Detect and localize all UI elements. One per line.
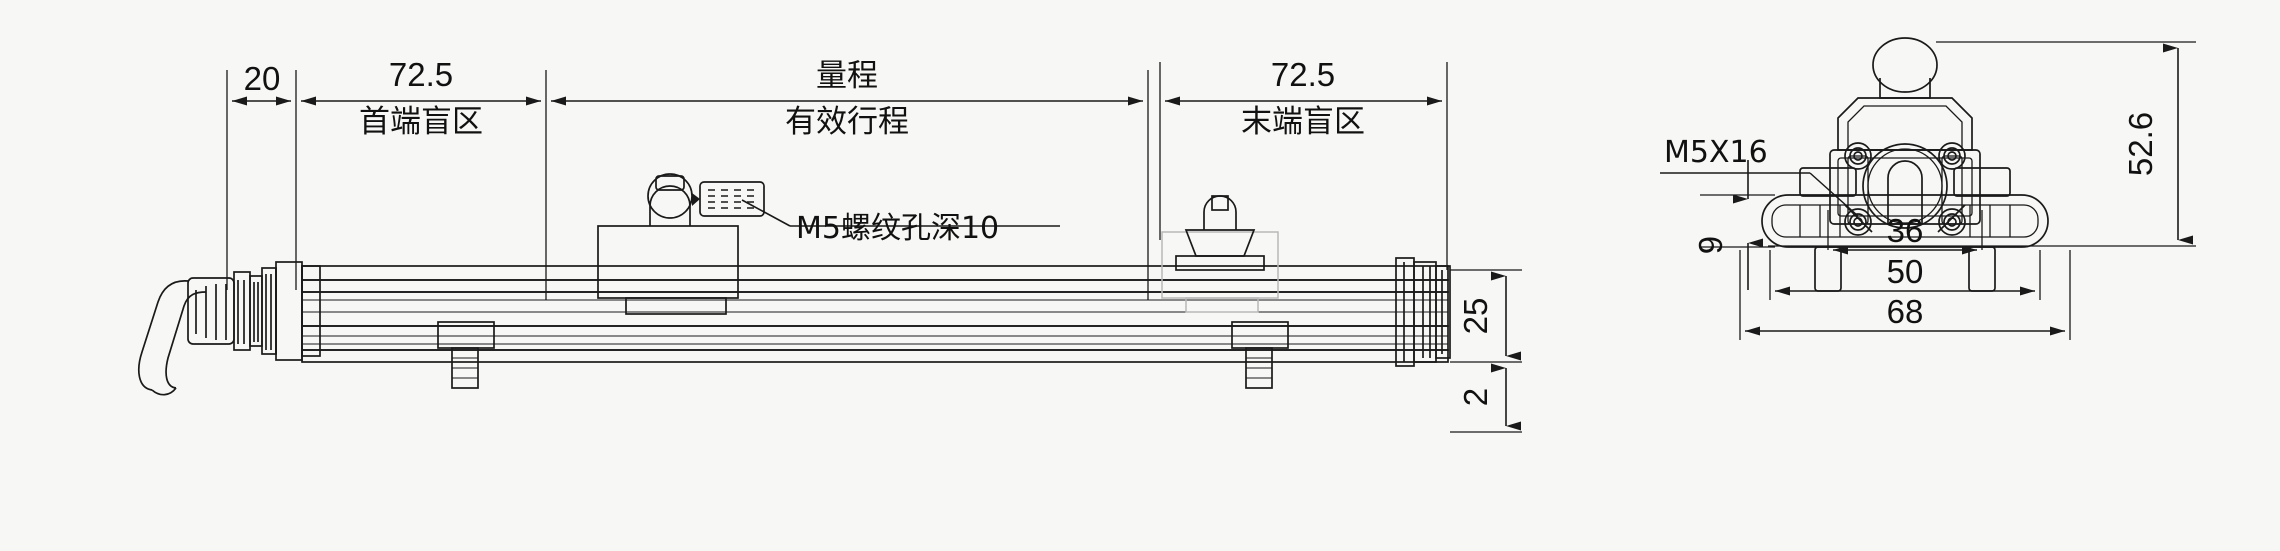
end-cap — [1395, 257, 1451, 367]
dim-label-2: 2 — [1457, 388, 1494, 406]
left-side-elevation-view — [137, 62, 1522, 433]
cable-outlet — [137, 280, 207, 396]
dim-label-36: 36 — [1887, 212, 1924, 249]
mounting-bracket-bar — [1761, 194, 2049, 248]
thread-hole-feature — [692, 181, 765, 217]
dim-label-head-72-5: 72.5 — [389, 56, 453, 93]
dim-label-9: 9 — [1692, 236, 1729, 254]
magnet-carriage-secondary — [1175, 195, 1265, 271]
dim-label-50: 50 — [1887, 253, 1924, 290]
bolt-callout-leader — [1660, 172, 1859, 217]
right-end-section-view — [1660, 37, 2196, 340]
right-vertical-dimensions — [1450, 269, 1522, 433]
witness-lines — [226, 62, 1448, 300]
sensor-main-profile — [301, 265, 1449, 363]
dim-overall-height — [1936, 41, 2196, 247]
clamp-body — [1829, 143, 1981, 229]
dim-label-end-72-5: 72.5 — [1271, 56, 1335, 93]
dim-label-52-6: 52.6 — [2122, 112, 2159, 176]
callout-thread-hole: M5螺纹孔深10 — [796, 211, 999, 246]
mounting-clamp-right — [1231, 321, 1289, 389]
dim-bracket-thickness — [1700, 160, 1775, 290]
mounting-clamp-left — [437, 321, 495, 389]
carriage-phantom-position — [1161, 231, 1279, 313]
label-head-dead-zone: 首端盲区 — [359, 104, 483, 140]
thread-callout-leader — [741, 199, 1060, 227]
dim-label-68: 68 — [1887, 293, 1924, 330]
dim-label-20: 20 — [244, 60, 281, 97]
label-effective-stroke: 有效行程 — [785, 104, 909, 140]
dim-bottom-stack — [1739, 210, 2071, 340]
callout-bolt-m5x16: M5X16 — [1664, 135, 1768, 170]
label-end-dead-zone: 末端盲区 — [1241, 104, 1365, 140]
label-range: 量程 — [816, 58, 878, 94]
dim-label-25: 25 — [1457, 298, 1494, 335]
